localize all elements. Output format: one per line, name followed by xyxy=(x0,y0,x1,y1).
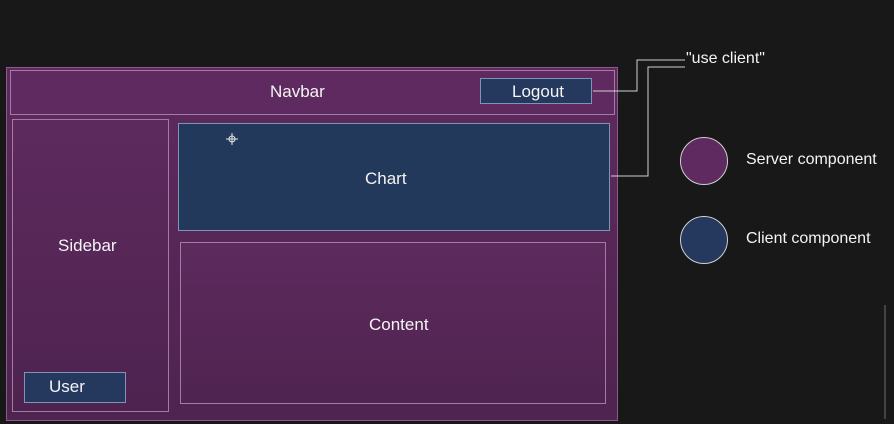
user-box: User xyxy=(24,372,126,403)
chart-label: Chart xyxy=(365,169,407,188)
content-box: Content xyxy=(180,242,606,404)
logout-label: Logout xyxy=(512,82,564,101)
logout-button[interactable]: Logout xyxy=(480,78,592,104)
client-component-swatch xyxy=(680,216,728,264)
sidebar-label: Sidebar xyxy=(58,236,117,255)
user-label: User xyxy=(49,377,85,396)
client-component-legend-label: Client component xyxy=(746,230,871,247)
scrollbar[interactable] xyxy=(884,305,886,419)
server-component-swatch xyxy=(680,137,728,185)
sidebar-box: Sidebar xyxy=(12,119,169,412)
content-label: Content xyxy=(369,315,429,334)
use-client-annotation: "use client" xyxy=(686,50,765,67)
move-cursor-icon xyxy=(226,132,238,145)
navbar-label: Navbar xyxy=(270,82,325,101)
chart-box: Chart xyxy=(178,123,610,231)
server-component-legend-label: Server component xyxy=(746,151,877,168)
